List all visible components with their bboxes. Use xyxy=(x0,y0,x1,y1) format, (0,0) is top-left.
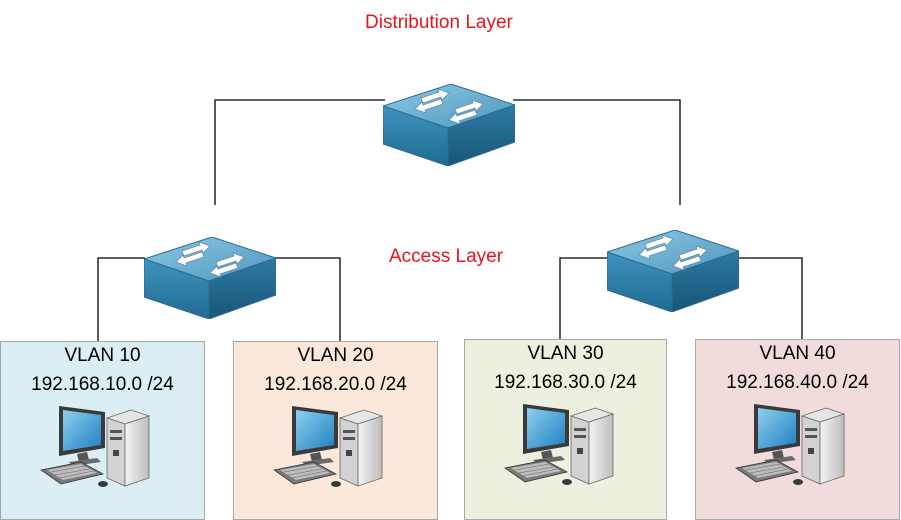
vlan-name: VLAN 30 xyxy=(527,343,604,364)
network-links xyxy=(97,99,803,342)
access-switch-left-icon xyxy=(144,237,276,319)
desktop-computer-icon xyxy=(37,404,157,488)
access-switch-right-icon xyxy=(607,230,739,312)
desktop-computer-icon xyxy=(732,402,852,486)
distribution-layer-label: Distribution Layer xyxy=(365,12,513,33)
vlan-subnet: 192.168.30.0 /24 xyxy=(494,372,637,393)
link-dist-to-access-left xyxy=(214,99,385,205)
desktop-computer-icon xyxy=(270,404,390,488)
access-layer-label: Access Layer xyxy=(389,246,504,267)
vlan-name: VLAN 10 xyxy=(64,345,141,366)
vlan-20-box: VLAN 20 192.168.20.0 /24 xyxy=(233,341,438,520)
vlan-name: VLAN 40 xyxy=(759,343,836,364)
link-dist-to-access-right xyxy=(513,99,681,205)
distribution-switch-icon xyxy=(383,84,515,166)
vlan-40-box: VLAN 40 192.168.40.0 /24 xyxy=(695,339,900,520)
vlan-subnet: 192.168.10.0 /24 xyxy=(31,374,174,395)
vlan-30-box: VLAN 30 192.168.30.0 /24 xyxy=(464,339,667,520)
link-access-left-to-vlan10 xyxy=(97,257,145,342)
vlan-subnet: 192.168.40.0 /24 xyxy=(726,372,869,393)
link-access-right-to-vlan40 xyxy=(738,257,803,342)
link-access-left-to-vlan20 xyxy=(276,257,341,342)
vlan-name: VLAN 20 xyxy=(297,345,374,366)
vlan-subnet: 192.168.20.0 /24 xyxy=(264,374,407,395)
desktop-computer-icon xyxy=(501,402,621,486)
link-access-right-to-vlan30 xyxy=(559,257,608,342)
vlan-10-box: VLAN 10 192.168.10.0 /24 xyxy=(0,341,205,520)
